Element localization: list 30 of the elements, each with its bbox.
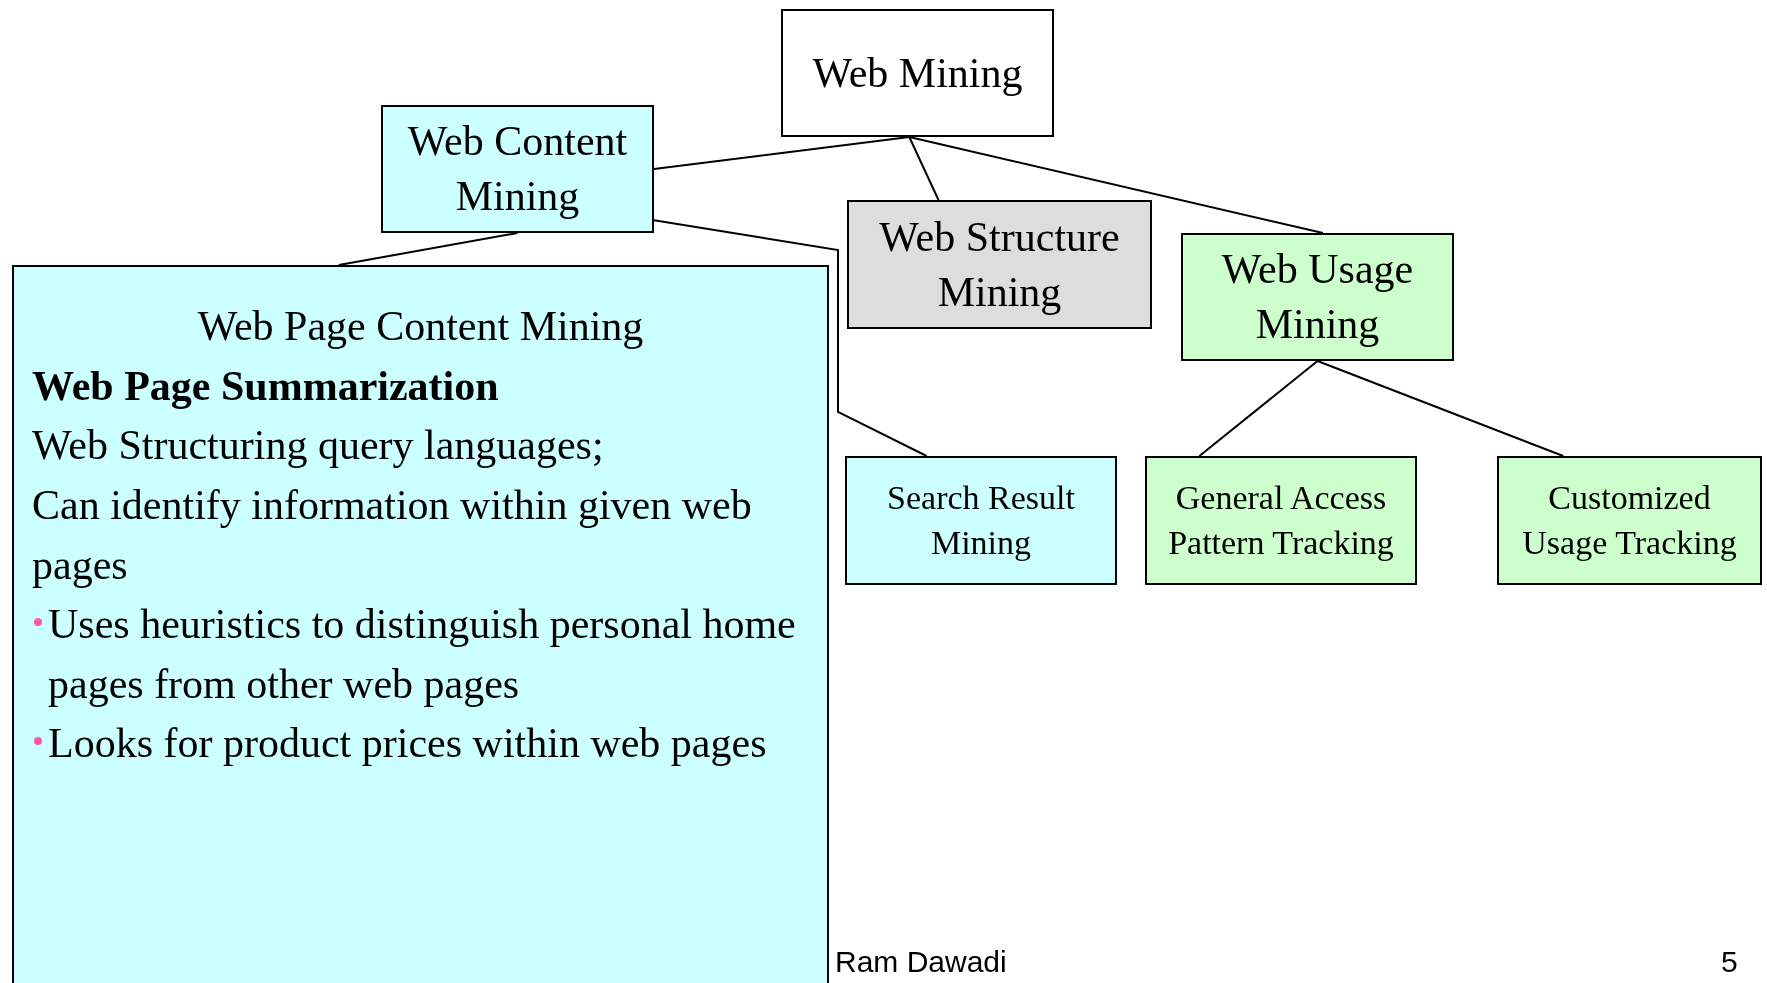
node-label: Can identify information within given web pages [32, 480, 753, 590]
category-box [845, 456, 1117, 585]
category-box [781, 9, 1054, 137]
bullet-item: Looks for product prices within web pages [32, 714, 809, 774]
panel-heading: Web Page Summarization [32, 361, 500, 411]
node-label: General Access Pattern Tracking [1167, 478, 1395, 563]
connector-line [1198, 360, 1319, 457]
category-box [1497, 456, 1762, 585]
node-label: Web Usage Mining [1220, 245, 1415, 349]
category-box [1181, 233, 1454, 361]
content-panel [12, 265, 829, 983]
node-label: Search Result Mining [886, 478, 1076, 563]
connector-line [337, 232, 519, 266]
node-label: Web Structure Mining [878, 212, 1121, 317]
connector-line [908, 136, 1324, 234]
connector-line [653, 219, 928, 457]
category-box [381, 105, 654, 233]
category-box [847, 200, 1152, 329]
node-label: Customized Usage Tracking [1521, 478, 1738, 563]
page-number: 5 [1721, 945, 1738, 979]
connector-line [653, 136, 911, 170]
node-label: Web Structuring query languages; [32, 421, 605, 471]
node-label: Web Content Mining [406, 117, 629, 221]
connector-line [908, 136, 940, 201]
category-box [1145, 456, 1417, 585]
node-label: Web Mining [812, 48, 1023, 98]
footer-author: Ram Dawadi [835, 945, 1007, 979]
bullet-item: Uses heuristics to distinguish personal home pages from other web pages [32, 595, 809, 715]
panel-heading: Web Page Content Mining [196, 302, 645, 351]
connector-line [1316, 360, 1565, 457]
